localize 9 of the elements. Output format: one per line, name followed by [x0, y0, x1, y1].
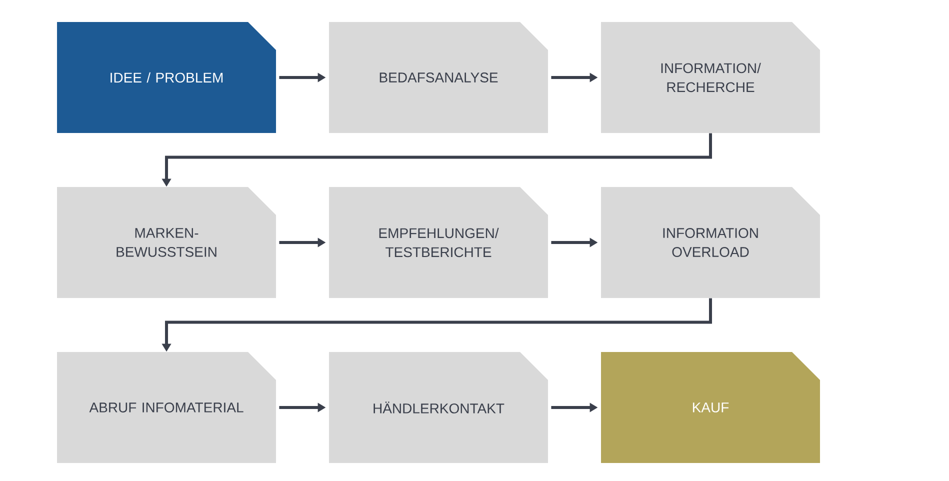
process-box: EMPFEHLUNGEN/ TESTBERICHTE: [329, 187, 548, 298]
process-box: ABRUF INFOMATERIAL: [57, 352, 276, 463]
process-box: BEDAFSANALYSE: [329, 22, 548, 133]
process-box: IDEE / PROBLEM: [57, 22, 276, 133]
process-box: INFORMATION OVERLOAD: [601, 187, 820, 298]
process-box: HÄNDLERKONTAKT: [329, 352, 548, 463]
process-box: INFORMATION/ RECHERCHE: [601, 22, 820, 133]
process-box: MARKEN- BEWUSSTSEIN: [57, 187, 276, 298]
process-box: KAUF: [601, 352, 820, 463]
